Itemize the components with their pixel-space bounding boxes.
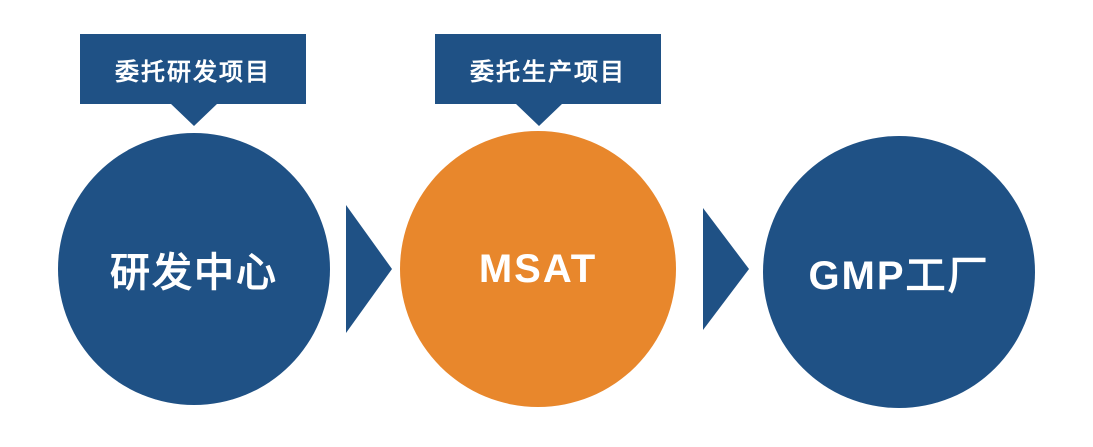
callout-pointer-down-icon (515, 103, 563, 126)
callout-production-project-label: 委托生产项目 (470, 58, 626, 86)
callout-production-project: 委托生产项目 (435, 34, 661, 104)
node-gmp-factory: GMP工厂 (763, 136, 1035, 408)
node-msat: MSAT (400, 131, 676, 407)
callout-pointer-down-icon (170, 103, 218, 126)
arrow-right-icon (703, 208, 749, 330)
node-rd-center-label: 研发中心 (110, 251, 278, 295)
node-rd-center: 研发中心 (58, 133, 330, 405)
arrow-right-icon (346, 205, 392, 333)
node-msat-label: MSAT (478, 246, 598, 291)
callout-rd-project-label: 委托研发项目 (115, 58, 271, 86)
callout-rd-project: 委托研发项目 (80, 34, 306, 104)
node-gmp-factory-label: GMP工厂 (808, 254, 990, 298)
